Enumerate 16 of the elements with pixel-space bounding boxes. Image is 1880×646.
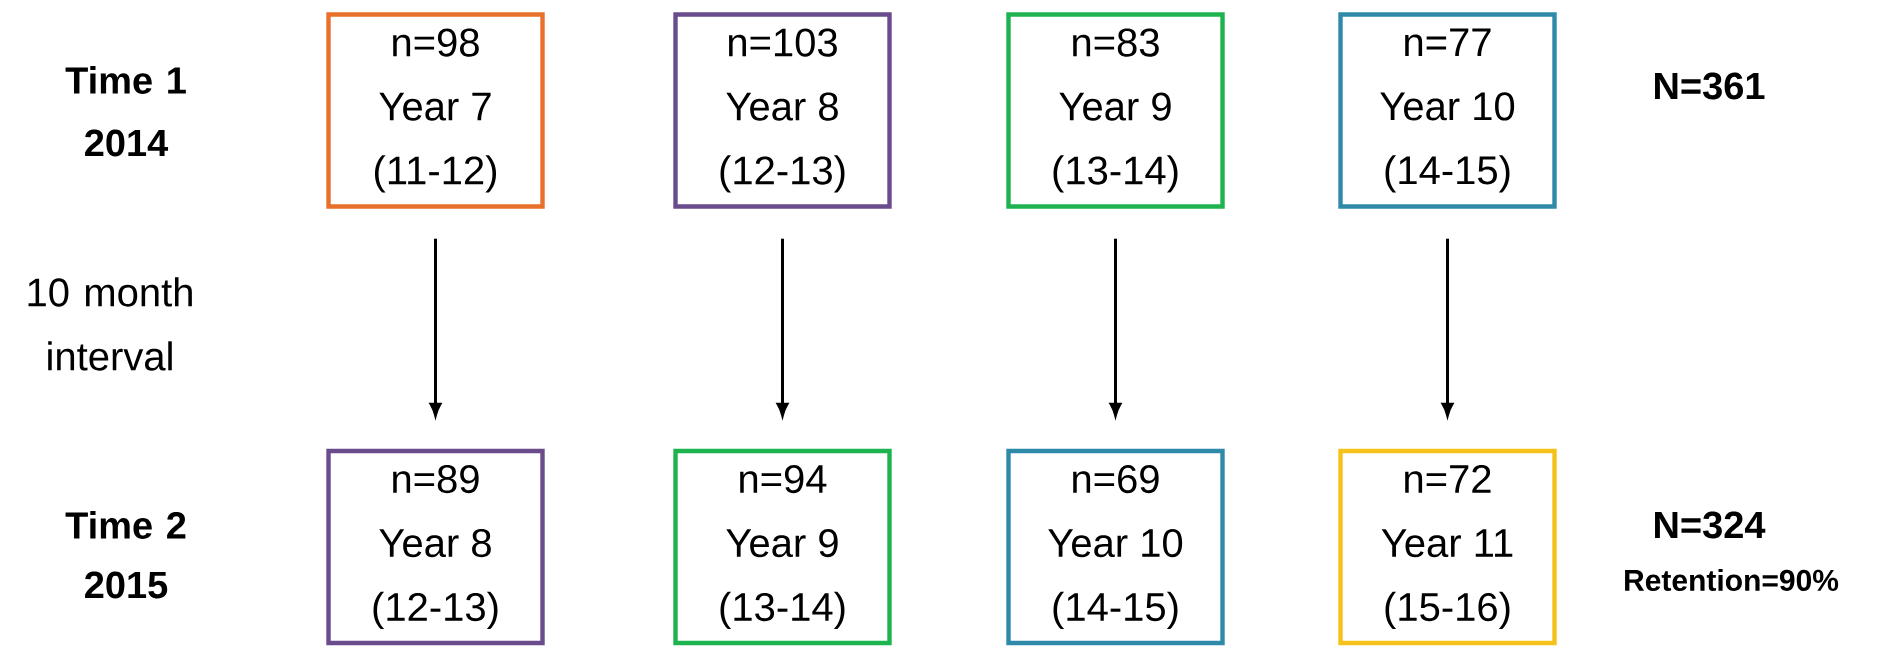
group-box: n=69 Year 10 (14-15) xyxy=(1006,448,1225,646)
group-box: n=94 Year 9 (13-14) xyxy=(673,448,892,646)
group-box: n=72 Year 11 (15-16) xyxy=(1338,448,1557,646)
row-label: N=324 xyxy=(1655,511,1766,539)
row-label: 2014 xyxy=(85,129,169,157)
group-box: n=83 Year 9 (13-14) xyxy=(1006,12,1225,209)
group-box: n=77 Year 10 (14-15) xyxy=(1338,12,1557,209)
row-label: 2015 xyxy=(85,571,168,599)
group-box: n=98 Year 7 (11-12) xyxy=(326,12,545,209)
row-label: Time 2 xyxy=(65,511,186,539)
row-label: N=361 xyxy=(1655,72,1765,100)
row-label: 10 month interval xyxy=(28,277,192,371)
group-box: n=103 Year 8 (12-13) xyxy=(673,12,892,209)
row-label: Time 1 xyxy=(65,66,186,94)
row-label: Retention=90% xyxy=(1625,569,1839,591)
group-box: n=89 Year 8 (12-13) xyxy=(326,448,545,646)
